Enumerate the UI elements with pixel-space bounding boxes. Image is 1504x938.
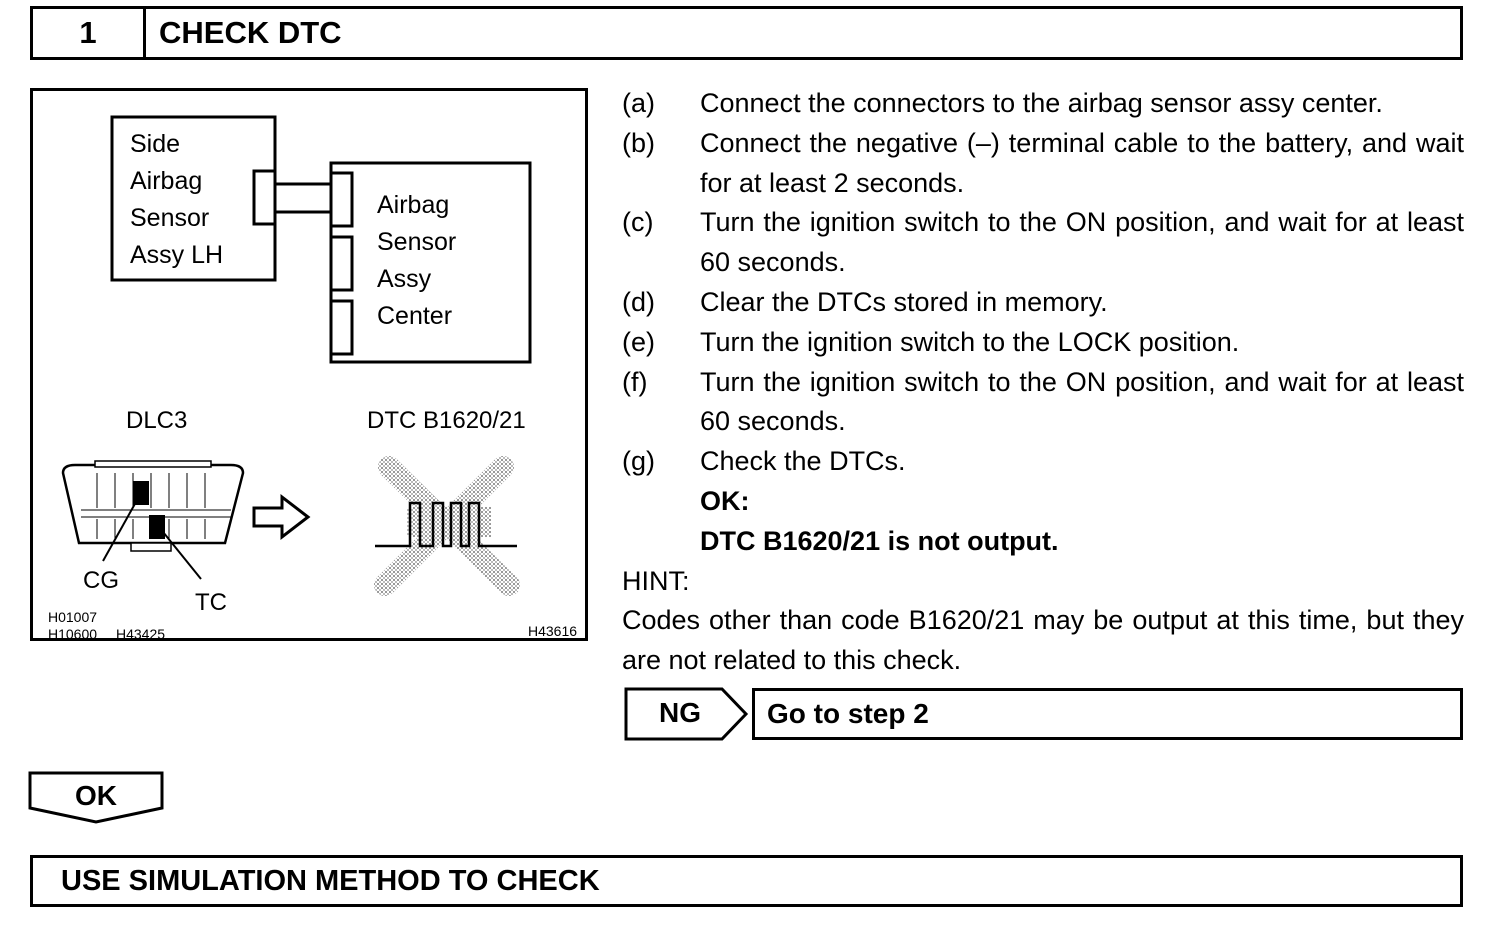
step-text: Connect the negative (–) terminal cable … bbox=[700, 127, 1464, 198]
step-title: CHECK DTC bbox=[159, 15, 342, 50]
next-step-box: USE SIMULATION METHOD TO CHECK bbox=[30, 855, 1463, 907]
side-sensor-line-1: Side bbox=[130, 130, 180, 158]
outline-arrow bbox=[252, 493, 311, 541]
next-step-title: USE SIMULATION METHOD TO CHECK bbox=[61, 864, 600, 897]
go-to-step-label: Go to step 2 bbox=[767, 698, 929, 729]
center-sensor-line-4: Center bbox=[377, 302, 452, 330]
center-connector-3 bbox=[329, 299, 354, 356]
center-connector-1 bbox=[329, 171, 354, 228]
ok-result-label: OK: bbox=[700, 485, 750, 516]
figure-code-3: H43425 bbox=[116, 626, 165, 638]
cg-label: CG bbox=[83, 567, 119, 594]
step-text: Turn the ignition switch to the ON posit… bbox=[700, 366, 1464, 437]
figure-code-right: H43616 bbox=[528, 623, 577, 638]
figure-code-2: H10600 bbox=[48, 626, 97, 638]
side-sensor-line-4: Assy LH bbox=[130, 241, 223, 269]
step-letter: (a) bbox=[622, 88, 655, 118]
step-text: Turn the ignition switch to the ON posit… bbox=[700, 207, 1464, 278]
tc-label: TC bbox=[195, 589, 227, 616]
ok-arrow-shape bbox=[28, 771, 164, 824]
step-text: Clear the DTCs stored in memory. bbox=[700, 286, 1108, 317]
dlc3-connector bbox=[61, 460, 245, 580]
step-letter: (g) bbox=[622, 446, 655, 477]
step-text: Check the DTCs. bbox=[700, 446, 906, 477]
cg-leader bbox=[102, 492, 142, 562]
go-to-step-2-link[interactable]: Go to step 2 bbox=[752, 688, 1463, 740]
step-item-f: (f) Turn the ignition switch to the ON p… bbox=[622, 363, 1464, 443]
step-letter: (e) bbox=[622, 326, 655, 357]
center-sensor-line-2: Sensor bbox=[377, 228, 456, 256]
center-sensor-line-3: Assy bbox=[377, 265, 432, 293]
step-header: 1 CHECK DTC bbox=[30, 6, 1463, 60]
side-sensor-line-3: Sensor bbox=[130, 204, 209, 232]
ok-label: OK bbox=[75, 780, 117, 811]
center-sensor-line-1: Airbag bbox=[377, 191, 449, 219]
wiring-figure: Side Airbag Sensor Assy LH Airbag Sensor… bbox=[30, 88, 588, 641]
tc-leader bbox=[158, 526, 202, 580]
step-item-d: (d) Clear the DTCs stored in memory. bbox=[622, 283, 1464, 323]
center-connector-2 bbox=[329, 235, 354, 292]
side-sensor-line-2: Airbag bbox=[130, 167, 202, 195]
step-letter: (b) bbox=[622, 127, 655, 158]
side-sensor-connector bbox=[252, 169, 277, 226]
step-letter: (d) bbox=[622, 286, 655, 317]
ng-label: NG bbox=[659, 697, 701, 728]
step-text: Connect the connectors to the airbag sen… bbox=[700, 88, 1383, 118]
procedure-steps: (a) Connect the connectors to the airbag… bbox=[622, 84, 1464, 681]
step-text: Turn the ignition switch to the LOCK pos… bbox=[700, 326, 1240, 357]
step-item-a: (a) Connect the connectors to the airbag… bbox=[622, 84, 1464, 124]
step-letter: (c) bbox=[622, 207, 654, 238]
step-item-c: (c) Turn the ignition switch to the ON p… bbox=[622, 203, 1464, 283]
hint-text: Codes other than code B1620/21 may be ou… bbox=[622, 605, 1464, 676]
dlc3-label: DLC3 bbox=[126, 407, 187, 434]
figure-drawing: Side Airbag Sensor Assy LH Airbag Sensor… bbox=[48, 115, 577, 638]
step-letter: (f) bbox=[622, 366, 648, 397]
step-item-b: (b) Connect the negative (–) terminal ca… bbox=[622, 124, 1464, 204]
ok-result-text: DTC B1620/21 is not output. bbox=[700, 525, 1059, 556]
ng-arrow-shape bbox=[624, 687, 749, 741]
crossed-waveform bbox=[374, 456, 520, 596]
figure-code-1: H01007 bbox=[48, 609, 97, 625]
dtc-label: DTC B1620/21 bbox=[367, 407, 526, 434]
tc-terminal bbox=[149, 515, 165, 539]
step-item-e: (e) Turn the ignition switch to the LOCK… bbox=[622, 323, 1464, 363]
hint-label: HINT: bbox=[622, 565, 690, 596]
step-number: 1 bbox=[33, 9, 146, 57]
step-item-g: (g) Check the DTCs. bbox=[622, 442, 1464, 482]
